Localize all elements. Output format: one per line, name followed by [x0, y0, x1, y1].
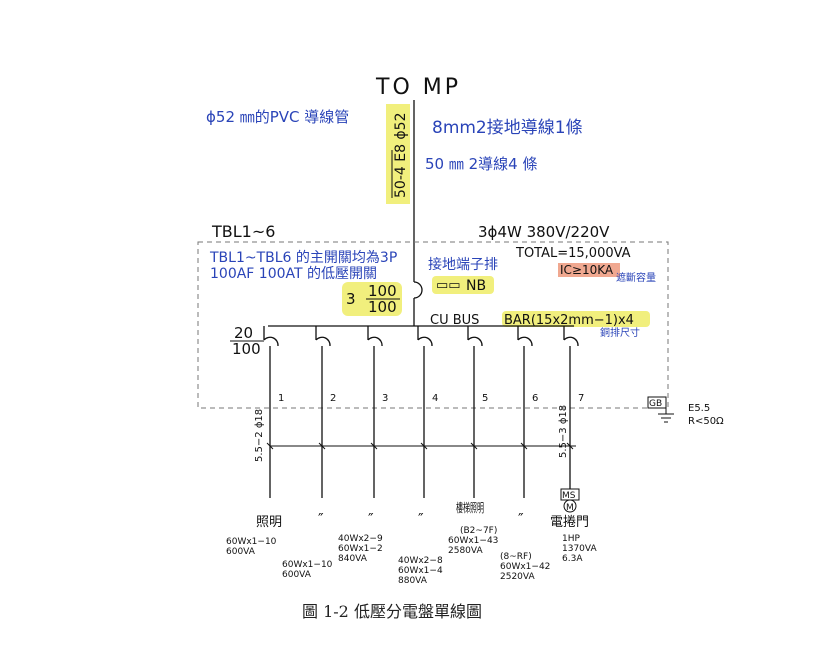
load-desc: 600VA — [226, 547, 256, 557]
main-breaker-poles: 3 — [346, 290, 356, 308]
load-name: 照明 — [256, 515, 282, 530]
motor-wire-spec: 5.5−3 ϕ18 — [558, 405, 569, 458]
branch-breaker-af: 20 — [234, 324, 253, 342]
motor-icon — [563, 499, 577, 513]
load-desc: 60Wx1−4 — [398, 566, 443, 576]
load-name: ″ — [418, 510, 424, 528]
panel-name: TBL1~6 — [211, 222, 275, 241]
circuit-number: 1 — [278, 393, 284, 404]
total-load: TOTAL=15,000VA — [515, 246, 631, 261]
load-desc: 60Wx1−10 — [226, 537, 277, 547]
load-desc: 60Wx1−42 — [500, 562, 550, 572]
load-desc: 840VA — [338, 554, 368, 564]
ic-highlight — [558, 263, 620, 277]
circuit-number: 2 — [330, 393, 336, 404]
ground-spec-2: R<50Ω — [688, 416, 724, 427]
ground-spec-1: E5.5 — [688, 403, 710, 414]
nb-label: NB — [466, 278, 486, 294]
main-breaker-af: 100 — [368, 282, 397, 300]
load-desc: 60Wx1−2 — [338, 544, 383, 554]
load-name: 電捲門 — [550, 515, 589, 530]
main-breaker-note-1: TBL1~TBL6 的主開關均為3P — [209, 250, 397, 266]
branch-breaker-symbol — [517, 336, 533, 347]
busbar-highlight — [502, 311, 650, 327]
circuit-number: 6 — [532, 393, 538, 404]
motor-label: M — [566, 503, 574, 513]
feeder-vertical-spec: 50-4 E8 ϕ52 — [393, 113, 409, 198]
branch-breaker-symbol — [417, 336, 433, 347]
load-desc: (8~RF) — [500, 552, 532, 562]
branch-breaker-symbol — [263, 336, 279, 347]
panel-system: 3ϕ4W 380V/220V — [478, 223, 610, 241]
conduit-note: ϕ52 ㎜的PVC 導線管 — [206, 108, 349, 126]
ground-terminal-note: 接地端子排 — [428, 256, 498, 273]
load-desc: 6.3A — [562, 554, 583, 564]
figure-caption: 圖 1-2 低壓分電盤單線圖 — [302, 602, 482, 621]
feeder-spec-highlight — [386, 104, 410, 204]
interrupt-capacity-note: 遮斷容量 — [616, 271, 656, 284]
branch-wire-spec: 5.5−2 ϕ18 — [254, 409, 265, 462]
load-desc: 2580VA — [448, 546, 483, 556]
panel-enclosure — [197, 241, 669, 409]
load-desc: 1370VA — [562, 544, 597, 554]
conductor-note: 50 ㎜ 2導線4 條 — [425, 155, 537, 173]
load-desc: 1HP — [562, 534, 580, 544]
branch-breaker-symbol — [315, 336, 331, 347]
motor-starter-label: MS — [562, 491, 576, 501]
load-name: ″ — [368, 510, 374, 528]
ground-wire-note: 8mm2接地導線1條 — [432, 118, 583, 138]
circuit-number: 3 — [382, 393, 388, 404]
load-name: 樓梯照明 — [456, 500, 484, 515]
load-desc: 60Wx1−43 — [448, 536, 498, 546]
nb-symbol: ▭▭ — [436, 278, 461, 293]
branch-breaker-symbol — [563, 336, 579, 347]
load-name: ″ — [518, 510, 524, 528]
nb-highlight — [432, 276, 494, 294]
load-desc: 880VA — [398, 576, 428, 586]
load-desc: 600VA — [282, 570, 312, 580]
circuit-number: 4 — [432, 393, 438, 404]
circuit-number: 5 — [482, 393, 488, 404]
circuit-number: 7 — [578, 393, 584, 404]
branch-breaker-symbol — [367, 336, 383, 347]
load-desc: 60Wx1−10 — [282, 560, 333, 570]
load-desc: 2520VA — [500, 572, 535, 582]
main-breaker-note-2: 100AF 100AT 的低壓開關 — [210, 266, 377, 282]
load-desc: 40Wx2−9 — [338, 534, 383, 544]
load-name: ″ — [318, 510, 324, 528]
branch-breaker-symbol — [467, 336, 483, 347]
load-sub: (B2~7F) — [460, 526, 497, 536]
busbar-spec: BAR(15x2mm−1)x4 — [504, 313, 634, 328]
main-breaker-at: 100 — [368, 298, 397, 316]
interrupt-capacity: IC≥10KA — [560, 263, 614, 277]
load-labels: 照明″″″樓梯照明(B2~7F)″電捲門60Wx1−10600VA60Wx1−1… — [226, 500, 597, 586]
to-mp-label: TO MP — [375, 75, 461, 100]
main-breaker-symbol — [413, 281, 423, 299]
ground-bus-label: GB — [649, 399, 662, 409]
cu-bus-label: CU BUS — [430, 313, 479, 328]
branch-breaker-at: 100 — [232, 340, 261, 358]
load-desc: 40Wx2−8 — [398, 556, 443, 566]
busbar-note: 銅排尺寸 — [600, 326, 640, 339]
branch-circuits: 1 2 3 4 5 6 7 — [263, 326, 584, 498]
